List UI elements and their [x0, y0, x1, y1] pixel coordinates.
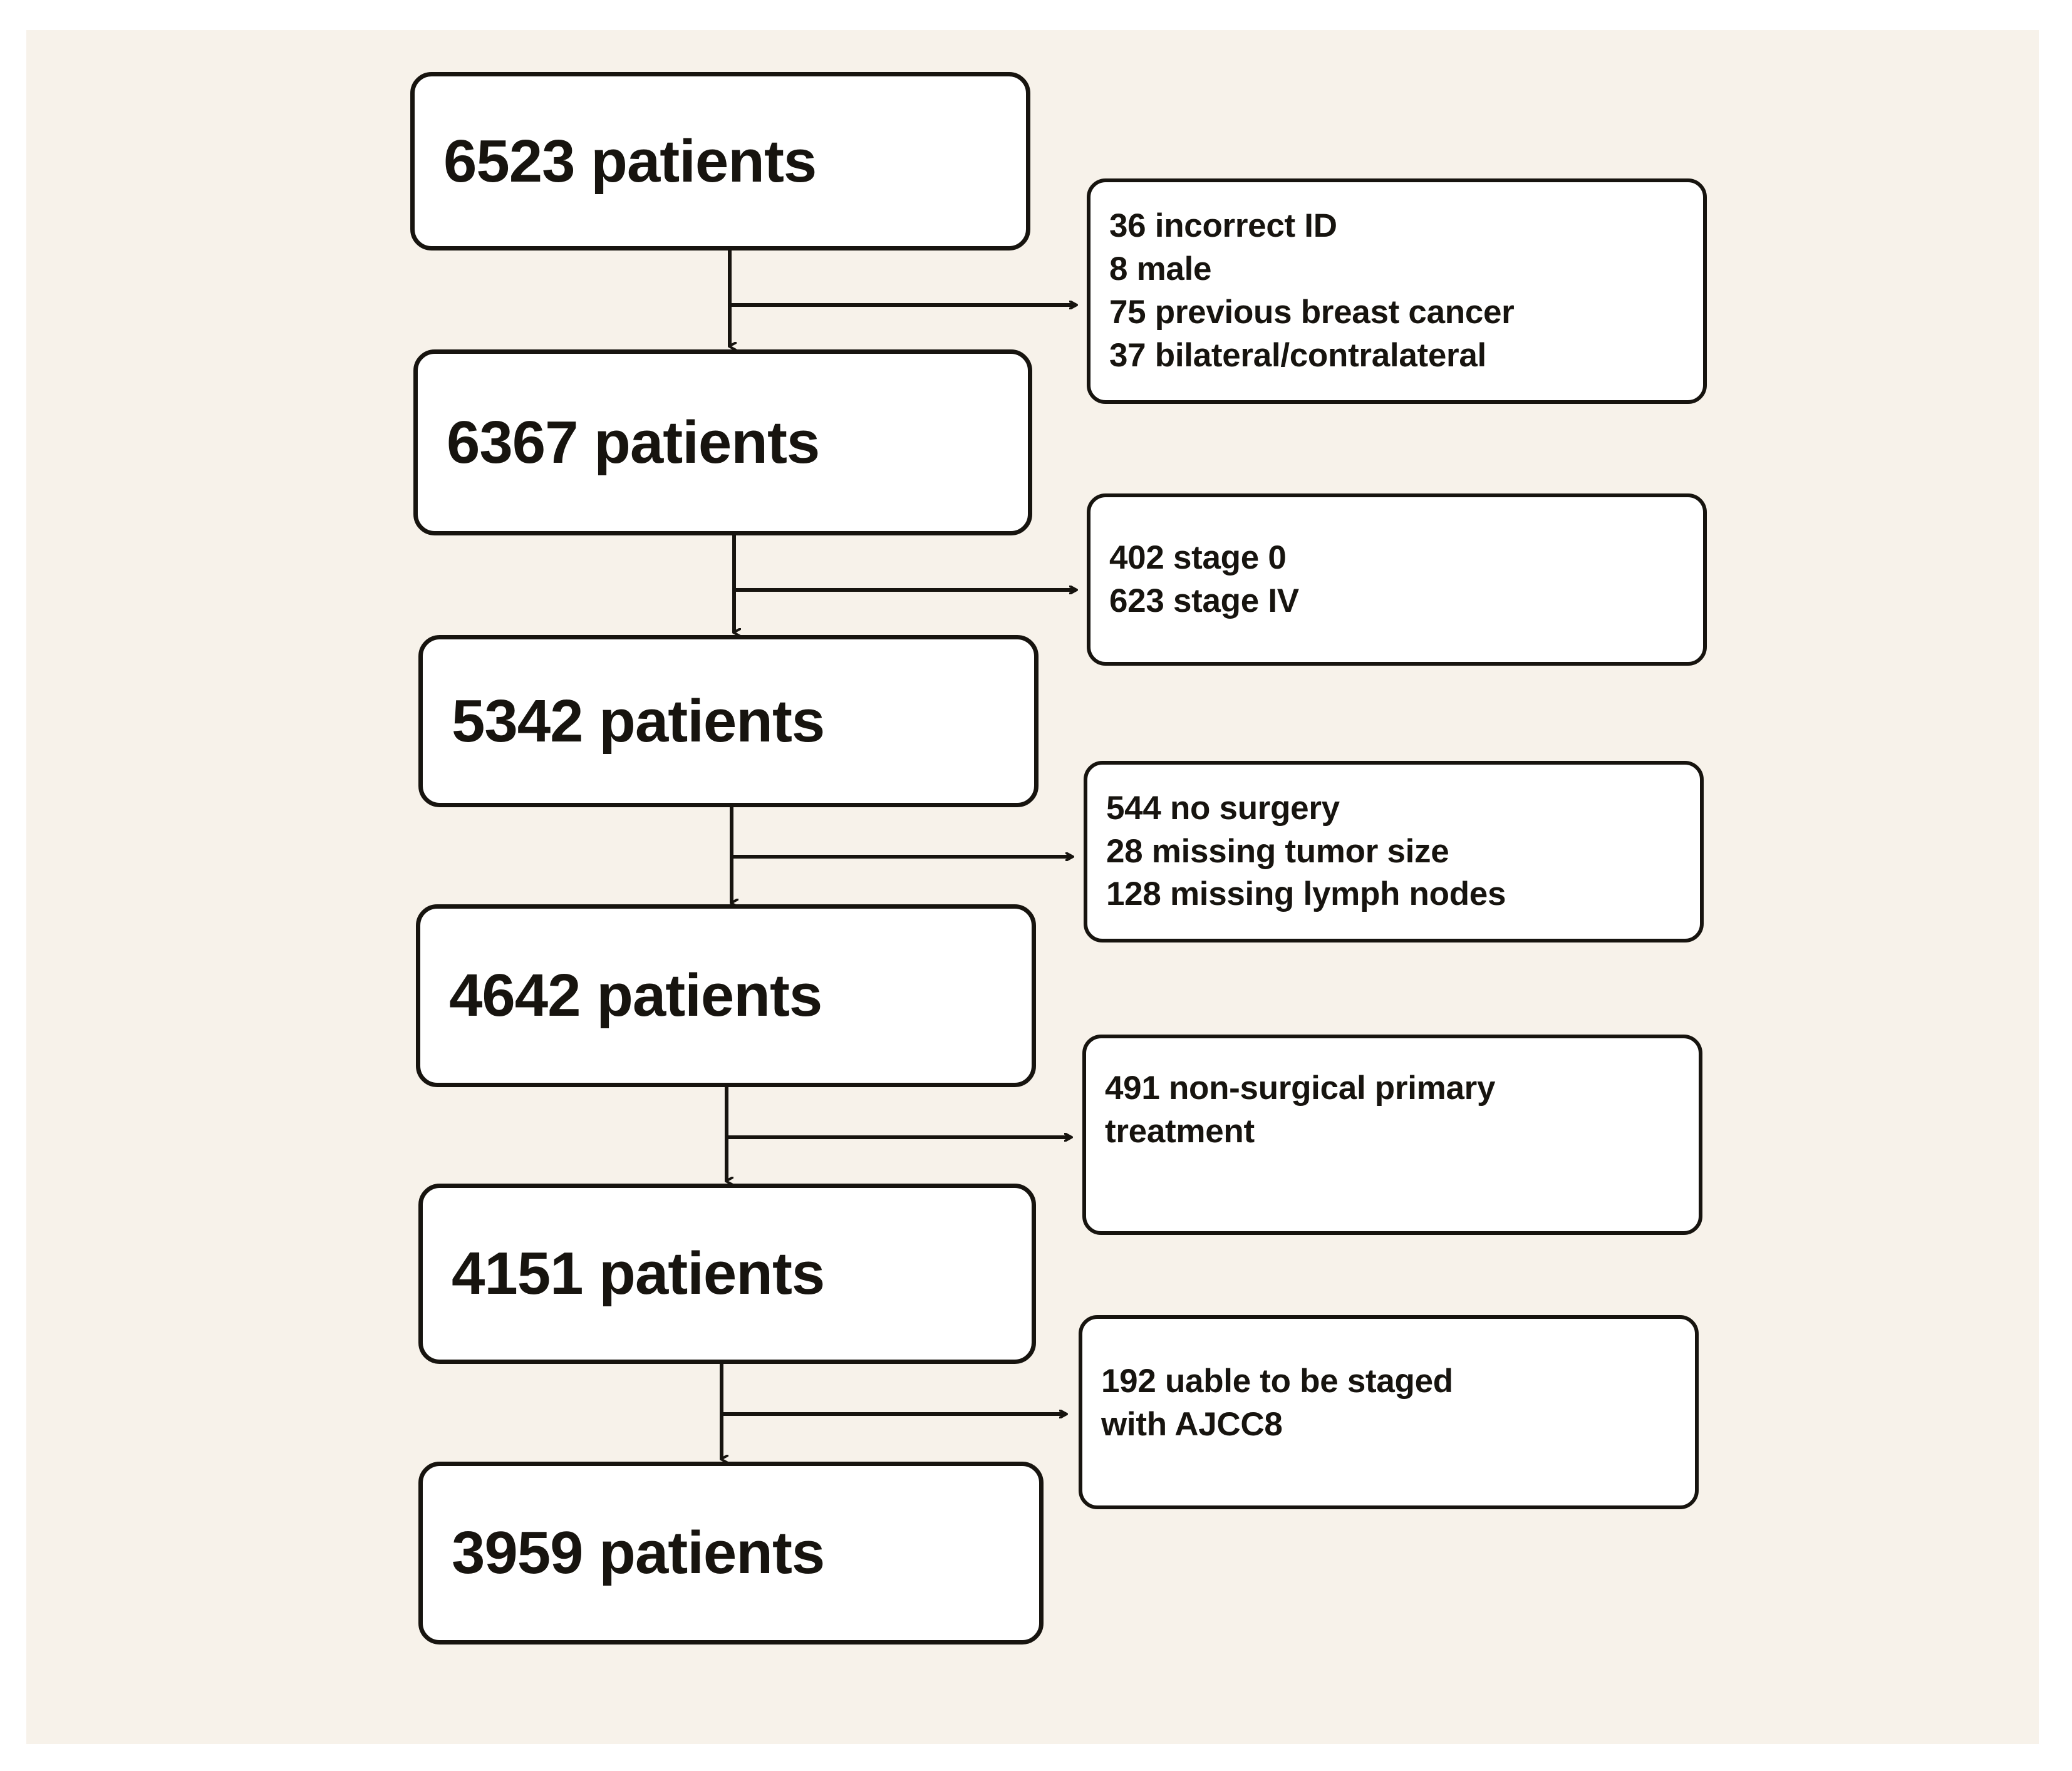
exclusion-box-3: 544 no surgery 28 missing tumor size 128…: [1084, 761, 1704, 942]
cohort-box-2: 6367 patients: [413, 349, 1032, 535]
exclusion-box-1-list: 36 incorrect ID 8 male 75 previous breas…: [1090, 205, 1526, 378]
exclusion-line: 75 previous breast cancer: [1109, 294, 1515, 331]
cohort-box-3: 5342 patients: [418, 635, 1039, 807]
exclusion-line: 36 incorrect ID: [1109, 207, 1337, 245]
cohort-box-4-label: 4642 patients: [449, 962, 822, 1030]
exclusion-box-4-list: 491 non-surgical primary treatment: [1086, 1038, 1506, 1154]
cohort-box-5-label: 4151 patients: [452, 1240, 825, 1308]
exclusion-line: treatment: [1105, 1112, 1255, 1150]
exclusion-line: with AJCC8: [1101, 1405, 1283, 1443]
exclusion-line: 128 missing lymph nodes: [1106, 875, 1506, 913]
cohort-box-1-label: 6523 patients: [443, 127, 817, 195]
exclusion-box-4: 491 non-surgical primary treatment: [1082, 1035, 1702, 1235]
exclusion-box-2: 402 stage 0 623 stage IV: [1087, 493, 1707, 666]
exclusion-line: 37 bilateral/contralateral: [1109, 336, 1486, 374]
cohort-box-2-label: 6367 patients: [447, 408, 820, 476]
exclusion-line: 544 no surgery: [1106, 789, 1340, 827]
exclusion-line: 28 missing tumor size: [1106, 832, 1449, 870]
exclusion-box-3-list: 544 no surgery 28 missing tumor size 128…: [1087, 787, 1517, 917]
cohort-box-3-label: 5342 patients: [452, 687, 825, 755]
exclusion-line: 623 stage IV: [1109, 582, 1299, 619]
cohort-box-1: 6523 patients: [410, 72, 1030, 250]
cohort-box-5: 4151 patients: [418, 1184, 1036, 1364]
exclusion-box-5-list: 192 uable to be staged with AJCC8: [1082, 1319, 1464, 1447]
exclusion-box-2-list: 402 stage 0 623 stage IV: [1090, 537, 1310, 623]
cohort-box-6-label: 3959 patients: [452, 1519, 825, 1587]
exclusion-line: 491 non-surgical primary: [1105, 1070, 1496, 1107]
cohort-box-6: 3959 patients: [418, 1462, 1044, 1644]
exclusion-line: 8 male: [1109, 250, 1212, 288]
cohort-box-4: 4642 patients: [416, 904, 1036, 1087]
exclusion-line: 402 stage 0: [1109, 539, 1287, 576]
exclusion-box-1: 36 incorrect ID 8 male 75 previous breas…: [1087, 178, 1707, 404]
exclusion-line: 192 uable to be staged: [1101, 1363, 1453, 1400]
exclusion-box-5: 192 uable to be staged with AJCC8: [1079, 1315, 1699, 1509]
